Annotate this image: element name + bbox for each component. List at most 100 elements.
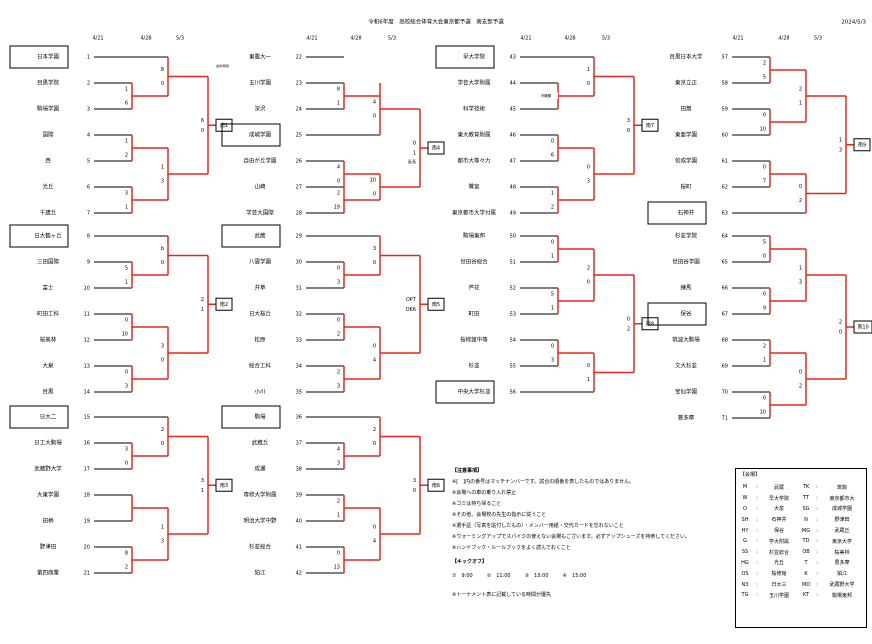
team-name: 目黒学院 [37, 79, 60, 87]
team-name: 田無 [680, 105, 692, 113]
score: 0 [161, 358, 164, 364]
score: 0 [337, 179, 340, 185]
venue-title: 【会場】 [740, 472, 761, 478]
score: 3 [627, 118, 630, 124]
venue-cell: 筑駒 [836, 484, 847, 491]
match-number: 37 [296, 441, 302, 447]
score: 2 [161, 427, 164, 433]
venue-cell: SG [802, 505, 810, 512]
venue-cell: KT [803, 592, 809, 599]
team-name: 千歳丘 [40, 209, 57, 217]
team-name: 東亜学園 [675, 131, 698, 139]
venue-cell: N3 [741, 581, 749, 588]
score: 3 [125, 384, 128, 390]
venue-cell: HY [741, 527, 749, 534]
result-box [427, 478, 445, 492]
result-label: 南2 [220, 301, 228, 308]
match-number: 1 [87, 55, 90, 61]
venue-cell: 保谷 [773, 528, 784, 535]
team-name: 日大二 [40, 413, 57, 421]
team-name: 松原 [254, 336, 266, 344]
kickoff-title: 【キックオフ】 [452, 559, 488, 565]
seed-team-box [221, 405, 281, 429]
seed-team-box [9, 405, 69, 429]
score: 0 [373, 441, 376, 447]
team-name: 練馬 [680, 284, 692, 292]
team-name: 学芸大国際 [246, 209, 274, 217]
venue-cell: 武蔵丘 [834, 528, 850, 535]
match-number: 51 [510, 260, 516, 266]
score: 3 [125, 447, 128, 453]
venue-cell: MG [801, 527, 811, 534]
note-line: ※その他、会場校の先生の指示に従うこと [452, 512, 547, 518]
venue-cell: 成城学園 [831, 506, 852, 513]
team-name: 保谷 [680, 310, 692, 318]
match-number: 65 [722, 260, 728, 266]
score: 0 [551, 139, 554, 145]
walkover-note: 不戦勝 [541, 93, 552, 98]
match-number: 31 [296, 286, 302, 292]
venue-colon: : [756, 484, 758, 491]
note-line: ※選手証（写真を貼付したもの）・メンバー用紙・交代カードを忘れないこと [452, 523, 624, 529]
venue-cell: 石神井 [771, 517, 787, 524]
score: 5 [125, 266, 128, 272]
score: 0 [587, 363, 590, 369]
team-name: 学芸大学附属 [457, 79, 490, 87]
venue-cell: 狛江 [836, 571, 847, 578]
score: 0 [373, 114, 376, 120]
venue-cell: OB [802, 549, 810, 556]
score: 3 [125, 191, 128, 197]
team-name: 日大鶴ヶ丘 [34, 232, 62, 240]
score: 0 [587, 165, 590, 171]
result-box [641, 118, 659, 132]
score: 0 [763, 254, 766, 260]
team-name: 玉川学園 [249, 79, 272, 87]
venue-cell: 駒場東邦 [831, 592, 852, 599]
venue-colon: : [816, 538, 818, 545]
result-box [215, 297, 233, 311]
kickoff-time: ① 9:00 [452, 573, 473, 579]
seed-team-box [435, 380, 495, 404]
score: 0 [201, 128, 204, 134]
team-name: 東京都市大学付属 [452, 209, 496, 217]
score: 3 [373, 246, 376, 252]
venue-cell: 日大三 [771, 582, 787, 589]
team-name: 世田谷総合 [460, 258, 488, 266]
team-name: 駒場 [254, 413, 266, 421]
team-name: 井草 [254, 284, 266, 292]
venue-cell: 桜美林 [834, 549, 850, 556]
score: 3 [413, 478, 416, 484]
score: 0 [337, 266, 340, 272]
note-line: ※ゴミは持ち帰ること [452, 501, 502, 507]
match-number: 61 [722, 159, 728, 165]
score: 2 [839, 320, 842, 326]
note-line: ※ハンドブック・ルールブックをよく読んでおくこと [452, 545, 571, 551]
match-number: 40 [296, 519, 302, 525]
date-header: 5/3 [814, 36, 822, 42]
score: 10 [122, 332, 128, 338]
score: 1 [337, 513, 340, 519]
match-number: 56 [510, 390, 516, 396]
note-line: ※ウォーミングアップでスパイクの使えない会場もございます。必ずアップシューズを持… [452, 534, 691, 540]
score: 3 [337, 384, 340, 390]
score: 2 [201, 297, 204, 303]
venue-cell: 武蔵野大学 [829, 582, 855, 589]
score: 0 [413, 488, 416, 494]
venue-colon: : [756, 516, 758, 523]
team-name: 都市大等々力 [457, 157, 490, 165]
venue-colon: : [816, 484, 818, 491]
score: 1 [201, 307, 204, 313]
match-number: 33 [296, 338, 302, 344]
score: 4 [373, 358, 376, 364]
notes-panel: 【注意事項】 ※[ ]内の番号はマッチナンバーです。試合の順番を表したものではあ… [452, 468, 722, 603]
team-name: 豊多摩 [678, 414, 695, 422]
score: OP7 [406, 297, 416, 303]
score: 0 [763, 292, 766, 298]
stray-note: 会場/時間 [216, 63, 229, 68]
team-name: 国際 [42, 131, 54, 139]
team-name: 大泉 [42, 362, 54, 370]
